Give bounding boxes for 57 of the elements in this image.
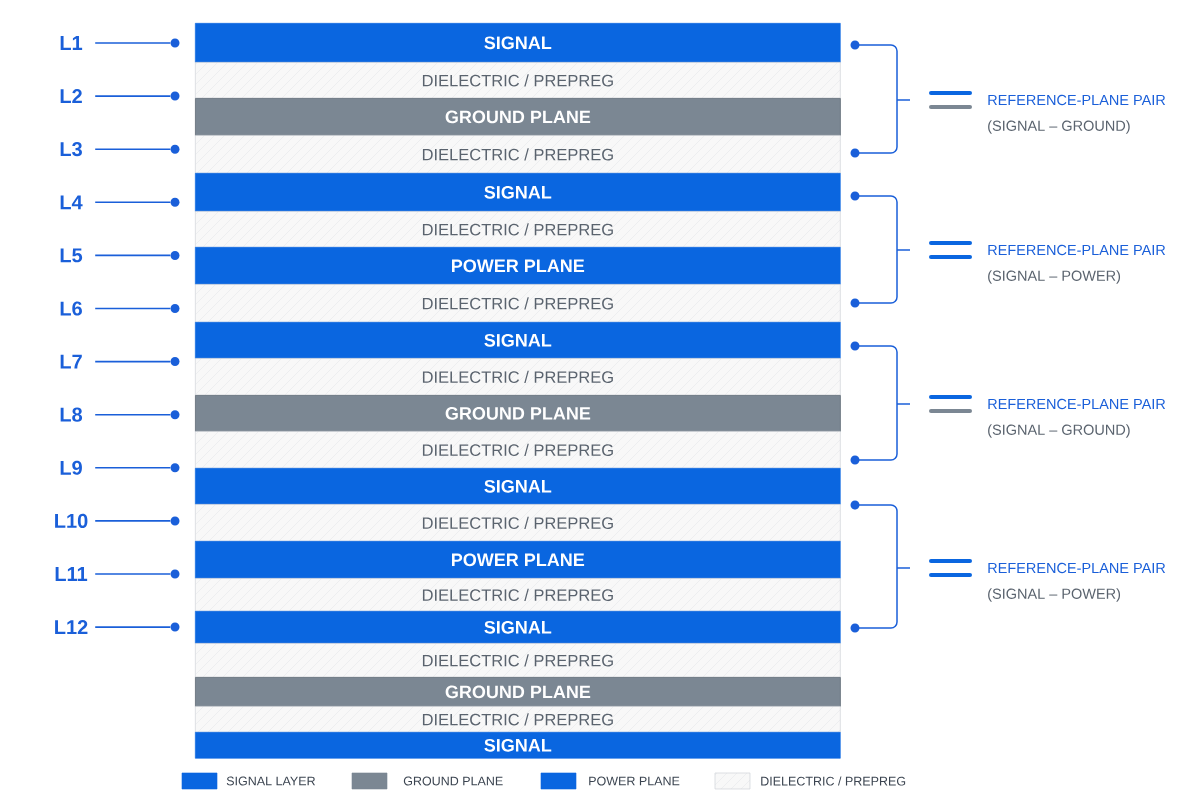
- leader-line: [94, 467, 172, 469]
- ground-plane-layer: GROUND PLANE: [195, 677, 841, 707]
- layer-number: L6: [60, 301, 82, 316]
- layer-number: L5: [60, 248, 83, 263]
- legend-label: POWER PLANE: [589, 776, 680, 786]
- pair-title: REFERENCE-PLANE PAIR: [988, 94, 1166, 106]
- leader-line: [94, 148, 172, 150]
- ground-plane-layer: GROUND PLANE: [195, 395, 841, 432]
- layer-number: L8: [60, 407, 83, 422]
- dielectric-layer: DIELECTRIC / PREPREG: [195, 62, 841, 99]
- pair-title: REFERENCE-PLANE PAIR: [988, 398, 1166, 410]
- layer-number: L12: [55, 620, 88, 635]
- legend-label: DIELECTRIC / PREPREG: [761, 776, 906, 786]
- layer-number: L7: [60, 354, 82, 369]
- power-plane-layer: POWER PLANE: [195, 247, 841, 285]
- leader-line: [94, 520, 172, 522]
- leader-line: [94, 95, 172, 97]
- leader-line: [94, 42, 172, 44]
- leader-line: [94, 201, 172, 204]
- dielectric-layer: DIELECTRIC / PREPREG: [195, 643, 841, 678]
- pair-subtitle: (SIGNAL – GROUND): [988, 120, 1130, 134]
- dielectric-layer: DIELECTRIC / PREPREG: [195, 431, 841, 469]
- pair-title: REFERENCE-PLANE PAIR: [988, 244, 1166, 256]
- layer-number: L11: [55, 567, 88, 581]
- pair-subtitle: (SIGNAL – POWER): [988, 588, 1121, 602]
- dielectric-layer: DIELECTRIC / PREPREG: [195, 211, 841, 248]
- signal-layer: SIGNAL: [195, 173, 841, 212]
- dielectric-layer: DIELECTRIC / PREPREG: [195, 706, 841, 733]
- layer-number: L10: [55, 513, 88, 528]
- pair-subtitle: (SIGNAL – POWER): [988, 270, 1121, 284]
- leader-line: [94, 254, 172, 257]
- power-plane-layer: POWER PLANE: [195, 541, 841, 579]
- leader-line: [94, 573, 172, 575]
- signal-layer: SIGNAL: [195, 23, 841, 63]
- layer-number: L1: [60, 36, 83, 50]
- layer-number: L3: [60, 142, 82, 157]
- signal-layer: SIGNAL: [195, 611, 841, 644]
- dielectric-layer: DIELECTRIC / PREPREG: [195, 358, 841, 396]
- signal-layer: SIGNAL: [195, 732, 841, 759]
- signal-layer: SIGNAL: [195, 468, 841, 505]
- ground-plane-layer: GROUND PLANE: [195, 98, 841, 136]
- leader-line: [94, 360, 172, 363]
- layer-number: L9: [60, 460, 82, 475]
- layer-number: L2: [60, 89, 82, 104]
- dielectric-layer: DIELECTRIC / PREPREG: [195, 504, 841, 542]
- legend-label: SIGNAL LAYER: [226, 776, 315, 786]
- layer-number: L4: [60, 195, 83, 210]
- pair-subtitle: (SIGNAL – GROUND): [988, 424, 1130, 438]
- pair-title: REFERENCE-PLANE PAIR: [988, 562, 1166, 574]
- leader-line: [94, 413, 172, 416]
- dielectric-layer: DIELECTRIC / PREPREG: [195, 135, 841, 174]
- dielectric-layer: DIELECTRIC / PREPREG: [195, 578, 841, 612]
- leader-line: [94, 626, 172, 628]
- signal-layer: SIGNAL: [195, 322, 841, 359]
- leader-line: [94, 307, 172, 310]
- dielectric-layer: DIELECTRIC / PREPREG: [195, 284, 841, 323]
- legend-label: GROUND PLANE: [403, 776, 503, 786]
